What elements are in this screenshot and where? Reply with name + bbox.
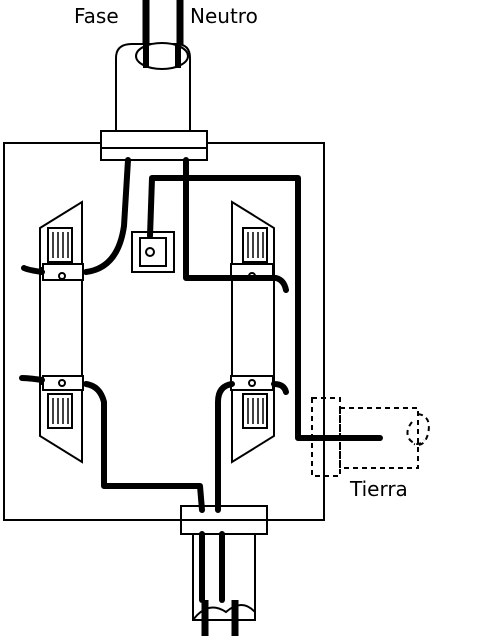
wire-left-out (83, 381, 205, 513)
wire-right-bottom-stub (271, 381, 289, 395)
label-fase: Fase (74, 4, 119, 28)
wire-left-top-stub (21, 265, 45, 275)
label-neutro: Neutro (190, 4, 258, 28)
top-connector (100, 130, 208, 161)
wire-phase (83, 157, 131, 275)
outgoing-wires (201, 600, 239, 636)
wire-right-out (215, 381, 235, 513)
internal-wiring (19, 157, 383, 603)
right-switch (230, 200, 275, 464)
bottom-connector (180, 505, 268, 535)
ground-terminal (311, 397, 430, 477)
wire-ground (147, 175, 383, 441)
wire-left-bottom-stub (19, 375, 45, 383)
top-conduit (115, 42, 191, 133)
left-switch (39, 200, 84, 464)
wire-neutral (183, 157, 289, 293)
label-tierra: Tierra (350, 477, 408, 501)
ground-screw (131, 231, 175, 273)
